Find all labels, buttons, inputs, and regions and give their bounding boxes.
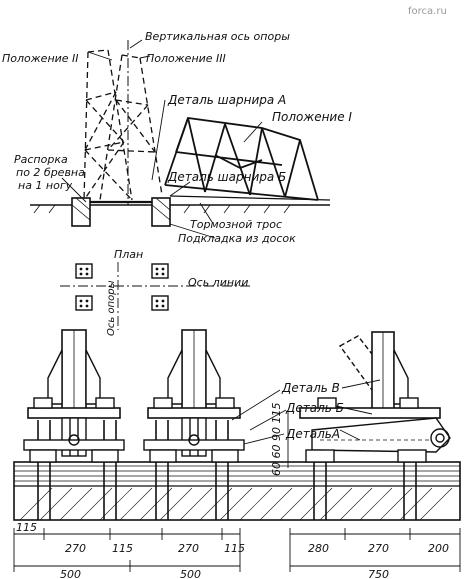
hinge-details: 60 60 90 115 Деталь В Деталь Б ДетальА: [13, 329, 461, 579]
hinge-detail-a-label: Деталь шарнира А: [167, 93, 286, 107]
dim-right-2: 270: [368, 542, 389, 555]
vertical-axis-label: Вертикальная ось опоры: [145, 30, 290, 43]
dim-right-3: 200: [428, 542, 449, 555]
dim-total-left: 500: [60, 568, 81, 579]
vertical-dimensions: 60 60 90 115: [270, 403, 283, 476]
pad-label: Подкладка из досок: [178, 232, 296, 245]
tower-position-3: [99, 54, 163, 201]
detail-v-label: Деталь В: [281, 381, 340, 395]
tower-position-1: [164, 117, 319, 201]
plan-view: План Ось линии Ось опоры: [60, 248, 250, 336]
dim-total-mid: 500: [180, 568, 201, 579]
plan-pad-bottom-left: [75, 295, 93, 311]
position-1-label: Положение I: [272, 110, 352, 124]
strut-label-1: Распорка: [14, 153, 68, 166]
dim-left-1: 115: [16, 521, 37, 534]
brake-cable-label: Тормозной трос: [190, 218, 282, 231]
dim-left-3: 115: [112, 542, 133, 555]
hinge-detail-left: [23, 329, 125, 463]
hinge-detail-right: [299, 331, 451, 463]
hinge-detail-b-label: Деталь шарнира Б: [167, 170, 286, 184]
strut-label-2: по 2 бревна: [16, 166, 85, 179]
support-axis-label: Ось опоры: [106, 280, 117, 336]
position-2-label: Положение II: [2, 52, 79, 65]
dim-total-right: 750: [368, 568, 389, 579]
dimension-lines: [13, 528, 461, 572]
leader-lines-top: [61, 39, 263, 239]
strut-label-3: на 1 ногу: [18, 179, 73, 192]
plan-pad-top-right: [151, 263, 169, 279]
watermark: forca.ru: [408, 6, 447, 17]
line-axis-label: Ось линии: [188, 276, 248, 289]
tower-raising-scheme: Вертикальная ось опоры Положение II Поло…: [2, 30, 352, 245]
plan-pad-top-left: [75, 263, 93, 279]
plan-pad-bottom-right: [151, 295, 169, 311]
dim-mid-1: 270: [178, 542, 199, 555]
plan-title: План: [114, 248, 143, 261]
detail-b-label: Деталь Б: [285, 401, 344, 415]
dim-right-1: 280: [308, 542, 329, 555]
detail-a-label: ДетальА: [285, 427, 340, 441]
position-3-label: Положение III: [146, 52, 226, 65]
dim-mid-2: 115: [224, 542, 245, 555]
timber-pad: [14, 465, 460, 487]
ground-block: [13, 461, 461, 521]
dim-left-2: 270: [65, 542, 86, 555]
leader-lines-bottom: [231, 379, 381, 445]
hinge-detail-middle: [143, 329, 245, 463]
tower-position-2: [83, 49, 133, 201]
